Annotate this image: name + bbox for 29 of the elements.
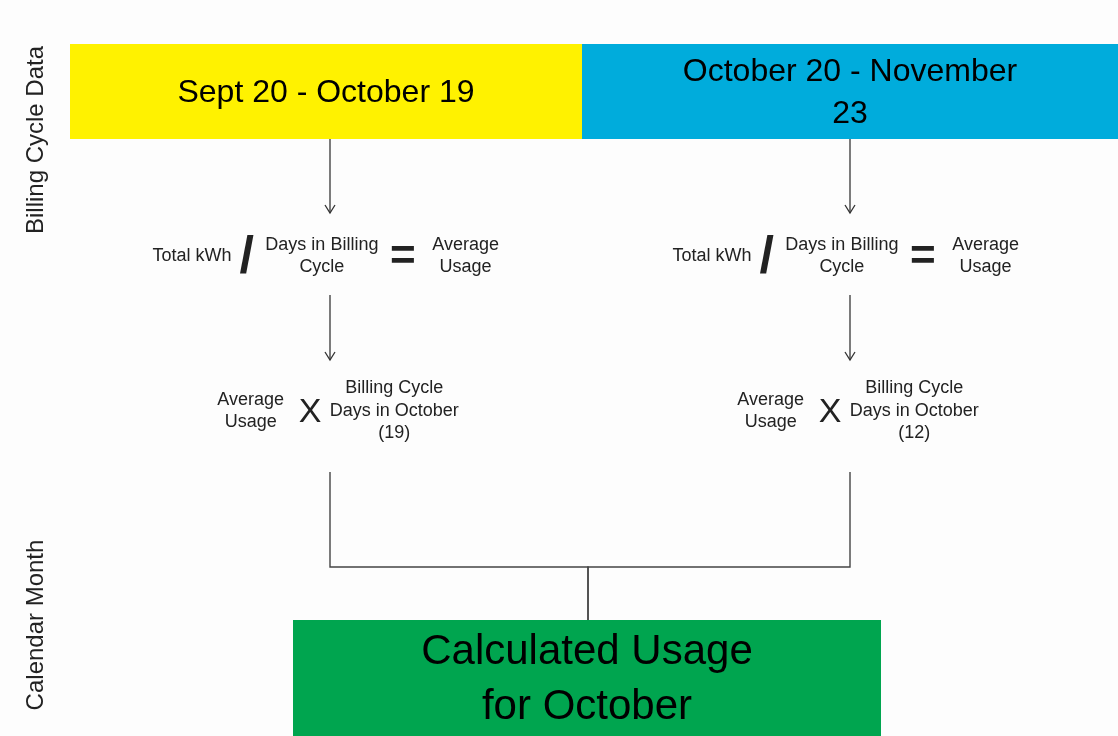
division-symbol: / <box>239 229 254 281</box>
formula-text: Total kWh <box>672 243 752 267</box>
formula-text: Average Usage <box>216 387 285 433</box>
section-label: Billing Cycle Data <box>20 45 49 235</box>
result-box <box>293 620 881 736</box>
formula-text: Average Usage <box>431 232 500 278</box>
period-label: October 20 - November 23 <box>681 50 1019 132</box>
formula-text: Days in Billing Cycle <box>264 232 380 278</box>
billing-period-box <box>582 44 1118 139</box>
multiply-symbol: X <box>818 393 842 427</box>
multiply-symbol: X <box>298 393 322 427</box>
arrow <box>324 294 336 361</box>
arrow <box>844 138 856 214</box>
period-label: Sept 20 - October 19 <box>177 71 475 111</box>
section-label: Calendar Month <box>20 539 49 711</box>
formula-text: Billing Cycle Days in October (12) <box>849 376 980 444</box>
formula-text: Total kWh <box>152 243 232 267</box>
billing-period-box <box>70 44 582 139</box>
arrow <box>844 294 856 361</box>
arrow <box>324 138 336 214</box>
connector-line <box>587 471 851 621</box>
result-label: Calculated Usage for October <box>420 625 754 730</box>
division-symbol: / <box>759 229 774 281</box>
equals-symbol: = <box>909 233 936 277</box>
formula-text: Days in Billing Cycle <box>784 232 900 278</box>
formula-text: Billing Cycle Days in October (19) <box>329 376 460 444</box>
formula-text: Average Usage <box>951 232 1020 278</box>
equals-symbol: = <box>389 233 416 277</box>
formula-text: Average Usage <box>736 387 805 433</box>
